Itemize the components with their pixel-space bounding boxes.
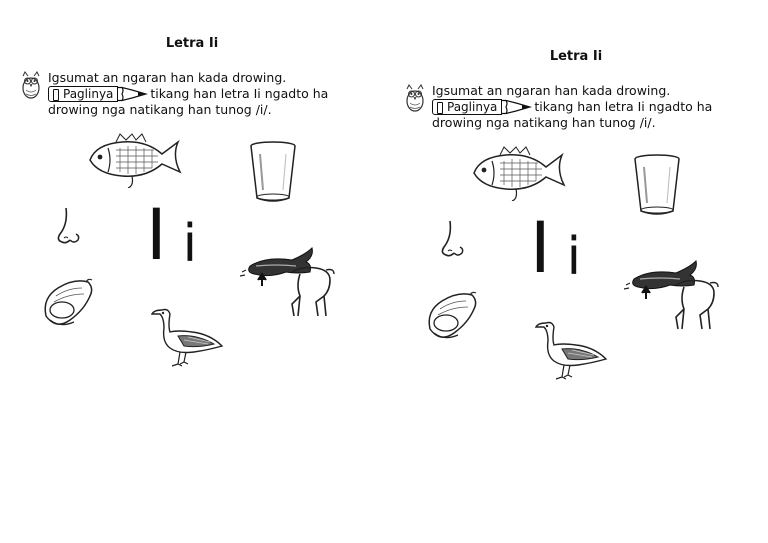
tail-drawing: [236, 246, 336, 318]
worksheet-panel-right: Letra Ii Igsumat an ngaran han kada drow…: [384, 13, 768, 433]
mussel-drawing: [424, 289, 480, 345]
glass-drawing: [248, 140, 298, 204]
tail-drawing: [620, 259, 720, 331]
instruction-line-3: drowing nga natikang han tunog /i/.: [432, 115, 656, 130]
duck-drawing: [148, 304, 224, 370]
pencil-label: Paglinya: [48, 86, 119, 102]
pencil-icon: Paglinya: [48, 86, 149, 102]
instruction-text: Igsumat an ngaran han kada drowing. Pagl…: [48, 70, 368, 118]
mussel-drawing: [40, 276, 96, 332]
worksheet-panel-left: Letra Ii Igsumat an ngaran han kada drow…: [0, 0, 384, 420]
pencil-icon: Paglinya: [432, 99, 533, 115]
big-letters: I i: [530, 213, 581, 283]
worksheet-title: Letra Ii: [549, 49, 603, 64]
instruction-line-3: drowing nga natikang han tunog /i/.: [48, 102, 272, 117]
big-uppercase-letter: I: [146, 194, 167, 276]
owl-icon: [404, 83, 426, 113]
fish-drawing: [86, 132, 182, 188]
instruction-line-1: Igsumat an ngaran han kada drowing.: [48, 70, 287, 85]
pencil-label: Paglinya: [432, 99, 503, 115]
instruction-line-2: Paglinya tikang han letra Ii ngadto ha: [432, 99, 752, 115]
instruction-text: Igsumat an ngaran han kada drowing. Pagl…: [432, 83, 752, 131]
duck-drawing: [532, 317, 608, 383]
nose-drawing: [52, 206, 82, 246]
big-lowercase-letter: i: [566, 227, 582, 287]
big-letters: I i: [146, 200, 197, 270]
worksheet-title: Letra Ii: [165, 36, 219, 51]
big-uppercase-letter: I: [530, 207, 551, 289]
glass-drawing: [632, 153, 682, 217]
big-lowercase-letter: i: [182, 214, 198, 274]
owl-icon: [20, 70, 42, 100]
instruction-line-2-text: tikang han letra Ii ngadto ha: [534, 99, 713, 114]
nose-drawing: [436, 219, 466, 259]
instruction-line-2-text: tikang han letra Ii ngadto ha: [150, 86, 329, 101]
instruction-line-2: Paglinya tikang han letra Ii ngadto ha: [48, 86, 368, 102]
instruction-line-1: Igsumat an ngaran han kada drowing.: [432, 83, 671, 98]
fish-drawing: [470, 145, 566, 201]
